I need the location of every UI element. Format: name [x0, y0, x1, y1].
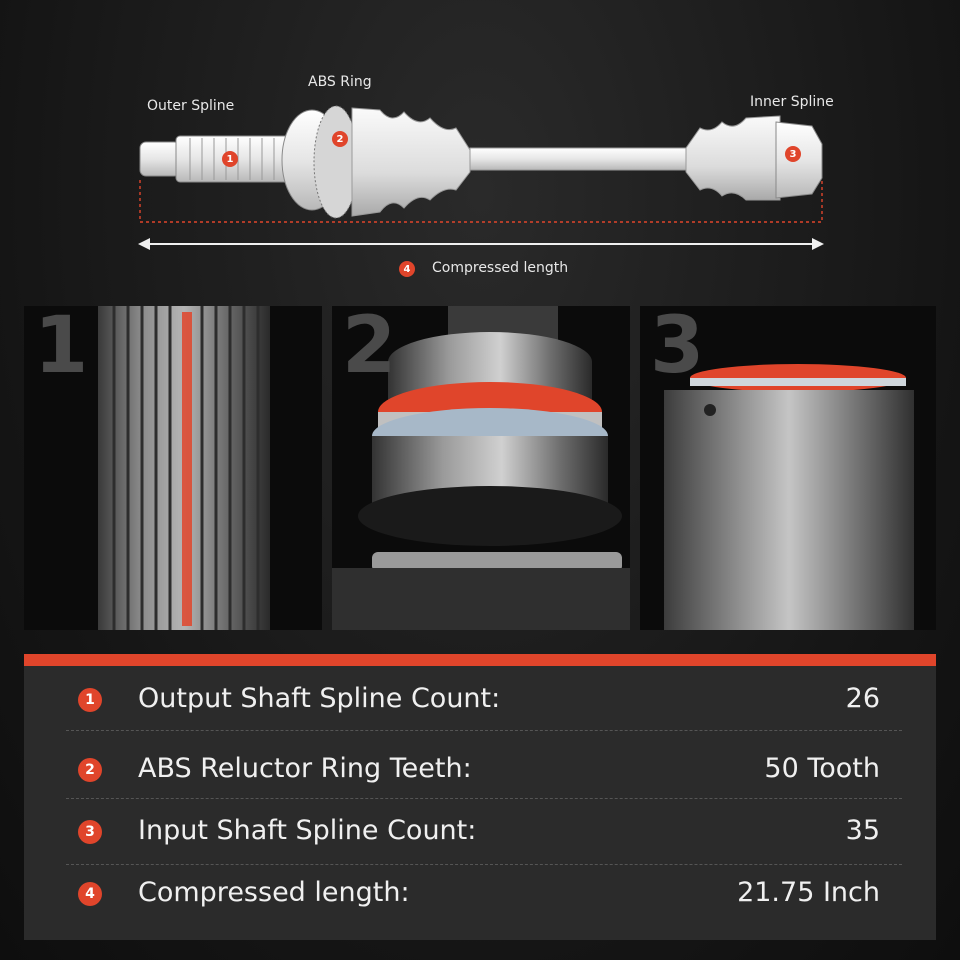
spec-marker-3: 3 — [78, 820, 102, 844]
spec-table: 1 Output Shaft Spline Count: 26 2 ABS Re… — [24, 654, 936, 940]
row-divider — [66, 798, 902, 799]
spec-label: Input Shaft Spline Count: — [138, 815, 477, 846]
abs-ring-closeup-image — [332, 306, 630, 630]
spec-label: Compressed length: — [138, 877, 410, 908]
callout-marker-2: 2 — [332, 131, 348, 147]
outer-spline-closeup-image — [98, 306, 270, 630]
spec-row: 2 ABS Reluctor Ring Teeth: 50 Tooth — [24, 740, 936, 800]
cv-axle-diagram: Outer Spline ABS Ring Inner Spline 1 2 3… — [0, 0, 960, 300]
photo-number-2: 2 — [342, 306, 397, 391]
photo-outer-spline: 1 — [24, 306, 322, 630]
row-divider — [66, 864, 902, 865]
inner-spline-label: Inner Spline — [750, 94, 834, 110]
photo-abs-ring: 2 — [332, 306, 630, 630]
spec-label: ABS Reluctor Ring Teeth: — [138, 753, 472, 784]
spec-value: 21.75 Inch — [737, 877, 880, 908]
spec-row: 4 Compressed length: 21.75 Inch — [24, 864, 936, 924]
abs-ring-label: ABS Ring — [308, 74, 372, 90]
outer-spline-label: Outer Spline — [147, 98, 235, 114]
photo-inner-spline: 3 — [640, 306, 936, 630]
cv-axle-illustration — [138, 105, 824, 250]
inner-spline-closeup-image — [664, 364, 914, 630]
row-divider — [66, 730, 902, 731]
compressed-length-label: Compressed length — [432, 260, 569, 276]
spec-marker-2: 2 — [78, 758, 102, 782]
detail-photos: 1 2 — [24, 306, 936, 630]
spec-label: Output Shaft Spline Count: — [138, 683, 501, 714]
photo-number-3: 3 — [650, 306, 705, 391]
accent-bar — [24, 654, 936, 666]
spec-marker-1: 1 — [78, 688, 102, 712]
spec-value: 35 — [845, 815, 880, 846]
spec-marker-4: 4 — [78, 882, 102, 906]
spec-value: 50 Tooth — [764, 753, 880, 784]
callout-marker-3: 3 — [785, 146, 801, 162]
callout-marker-4: 4 — [399, 261, 415, 277]
photo-number-1: 1 — [34, 306, 89, 391]
spec-value: 26 — [845, 683, 880, 714]
spec-row: 3 Input Shaft Spline Count: 35 — [24, 802, 936, 862]
callout-marker-1: 1 — [222, 151, 238, 167]
spec-row: 1 Output Shaft Spline Count: 26 — [24, 670, 936, 730]
